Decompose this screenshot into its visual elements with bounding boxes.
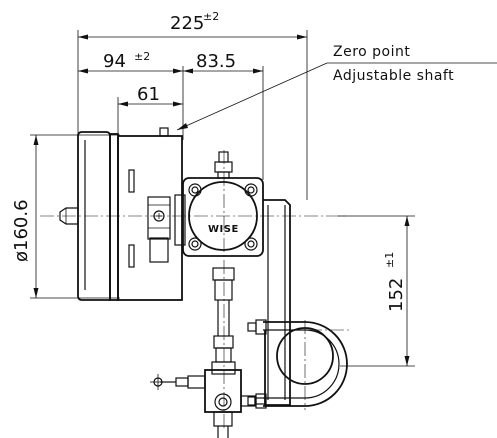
cable-connector [147,196,171,263]
dim-diameter-value: ø160.6 [11,199,32,262]
dimension-61: 61 [118,84,183,107]
top-fitting [214,151,233,179]
zero-point-label: Zero point [333,44,410,60]
dim-94-value: 94 [103,51,126,72]
dim-225-tolerance: ±2 [203,10,219,23]
blowout-plug [59,207,79,225]
dimension-diameter: ø160.6 [11,135,39,298]
dim-94-tolerance: ±2 [134,50,150,63]
dim-61-value: 61 [137,84,160,105]
dimension-94: 94 ±2 83.5 [78,50,263,74]
wise-logo: WISE [208,224,239,235]
dimension-225: 225 ±2 [78,10,307,40]
connection-pipe [211,267,236,375]
center-lines [40,150,350,430]
dimension-152: 152 ±1 [383,216,410,366]
pipe-clamp [247,319,348,409]
mounting-flange: WISE [182,177,264,257]
adjustable-shaft-label: Adjustable shaft [333,68,454,84]
zero-point-callout: Zero point Adjustable shaft [176,44,497,131]
valve-manifold [150,369,266,438]
mounting-bracket [263,199,291,406]
dim-83-5-value: 83.5 [196,51,236,72]
dim-152-tolerance: ±1 [383,252,396,268]
extension-lines [30,30,415,367]
dim-225-value: 225 [170,13,204,34]
gauge-body [77,127,186,301]
dim-152-value: 152 [386,278,407,312]
